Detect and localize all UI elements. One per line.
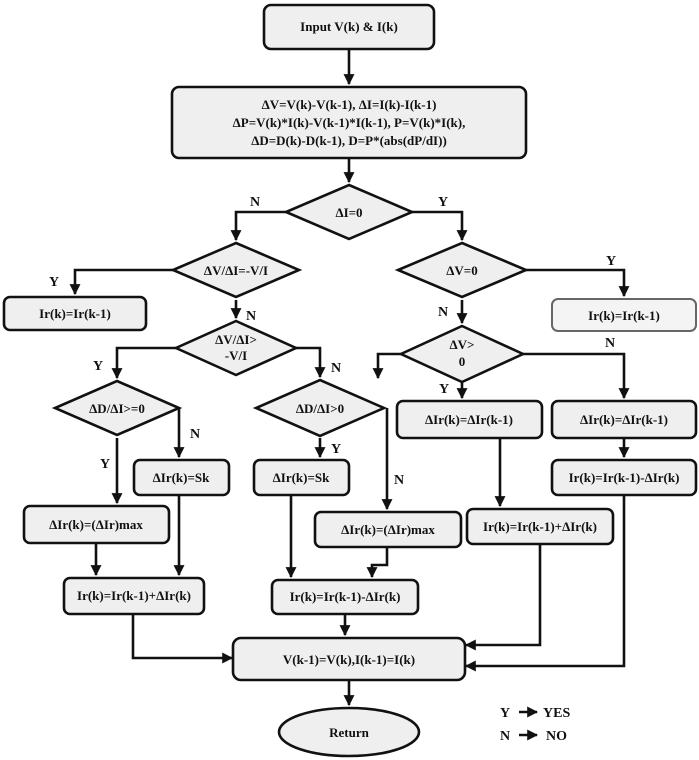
decision-dd-di-ge-text: ΔD/ΔI>=0 — [89, 401, 145, 416]
label-gt0-no: N — [394, 473, 404, 488]
node-dir-prev-right-text: ΔIr(k)=ΔIr(k-1) — [580, 412, 668, 427]
edge-eq-yes — [69, 268, 173, 296]
label-eq-yes: Y — [49, 275, 59, 290]
node-ir-minus-left: Ir(k)=Ir(k-1)-ΔIr(k) — [270, 578, 420, 616]
node-dir-prev-right: ΔIr(k)=ΔIr(k-1) — [550, 399, 698, 440]
legend-n-text: NO — [546, 729, 567, 744]
label-dv-no: N — [438, 305, 448, 320]
decision-dv-gt: ΔV> 0 — [397, 324, 527, 384]
edge-dv-yes — [526, 268, 630, 298]
node-calculations: ΔV=V(k)-V(k-1), ΔI=I(k)-I(k-1) ΔP=V(k)*I… — [170, 85, 528, 160]
label-dv-yes: Y — [606, 254, 616, 269]
calc-line-1: ΔV=V(k)-V(k-1), ΔI=I(k)-I(k-1) — [262, 97, 437, 112]
decision-di-zero-text: ΔI=0 — [335, 205, 362, 220]
node-ir-plus-right: Ir(k)=Ir(k-1)+ΔIr(k) — [465, 507, 615, 546]
decision-dd-di-ge: ΔD/ΔI>=0 — [51, 379, 183, 437]
edge-gt-no — [296, 346, 326, 379]
label-dvgt-no: N — [605, 336, 615, 351]
decision-dv-gt-line-2: 0 — [459, 354, 466, 369]
label-di-yes: Y — [438, 195, 448, 210]
edge-di-no — [230, 210, 286, 242]
branch-labels: N Y Y N Y N Y N Y N Y N Y N — [49, 195, 616, 488]
node-ir-minus-right-text: Ir(k)=Ir(k-1)-ΔIr(k) — [569, 470, 680, 485]
node-dir-sk-left: ΔIr(k)=Sk — [132, 458, 231, 497]
legend-y-key: Y — [500, 706, 510, 721]
node-dir-max-left-text: ΔIr(k)=(ΔIr)max — [49, 517, 143, 532]
node-input-text: Input V(k) & I(k) — [300, 19, 398, 34]
legend-y-text: YES — [543, 706, 570, 721]
node-dir-max-right-text: ΔIr(k)=(ΔIr)max — [341, 522, 435, 537]
decision-dd-di-gt-text: ΔD/ΔI>0 — [296, 401, 344, 416]
node-dir-sk-left-text: ΔIr(k)=Sk — [153, 470, 211, 485]
decision-dv-di-gt-line-2: -V/I — [225, 348, 247, 363]
decision-dv-di-gt: ΔV/ΔI> -V/I — [172, 319, 300, 377]
edge-gt-yes — [111, 346, 176, 380]
edge-plus1-update — [131, 614, 234, 664]
node-return-text: Return — [329, 725, 369, 740]
decision-dv-zero: ΔV=0 — [394, 241, 530, 299]
edge-max2-minus — [366, 547, 389, 579]
node-dir-max-right: ΔIr(k)=(ΔIr)max — [313, 510, 463, 549]
label-di-no: N — [250, 195, 260, 210]
label-ge-no: N — [190, 427, 200, 442]
node-dir-max-left: ΔIr(k)=(ΔIr)max — [22, 504, 171, 545]
label-dvgt-yes: Y — [439, 382, 449, 397]
calc-line-2: ΔP=V(k)*I(k)-V(k-1)*I(k-1), P=V(k)*I(k), — [233, 115, 466, 130]
calc-line-3: ΔD=D(k)-D(k-1), D=P*(abs(dP/dI)) — [251, 133, 447, 148]
node-input: Input V(k) & I(k) — [262, 3, 436, 51]
label-eq-no: N — [246, 309, 256, 324]
edge-dvgt-yes-stub — [372, 352, 401, 380]
node-ir-hold-left: Ir(k)=Ir(k-1) — [2, 295, 148, 332]
node-dir-prev-left: ΔIr(k)=ΔIr(k-1) — [395, 399, 544, 440]
node-ir-plus-left-text: Ir(k)=Ir(k-1)+ΔIr(k) — [77, 588, 191, 603]
edge-minus2-update — [464, 495, 626, 672]
legend: Y YES N NO — [500, 706, 571, 744]
node-ir-hold-right-text: Ir(k)=Ir(k-1) — [588, 308, 660, 323]
legend-n-key: N — [500, 729, 510, 744]
flow-edges — [69, 49, 630, 741]
edge-dvgt-no — [523, 352, 630, 400]
node-dir-sk-right: ΔIr(k)=Sk — [252, 458, 351, 497]
label-gt-no: N — [331, 361, 341, 376]
label-ge-yes: Y — [100, 457, 110, 472]
node-ir-hold-left-text: Ir(k)=Ir(k-1) — [39, 306, 111, 321]
node-update-text: V(k-1)=V(k),I(k-1)=I(k) — [283, 652, 415, 667]
label-gt0-yes: Y — [331, 442, 341, 457]
edge-plus2-update — [464, 544, 542, 651]
decision-dv-zero-text: ΔV=0 — [446, 263, 477, 278]
node-update: V(k-1)=V(k),I(k-1)=I(k) — [231, 636, 467, 682]
decision-dv-gt-line-1: ΔV> — [450, 337, 475, 352]
node-ir-minus-right: Ir(k)=Ir(k-1)-ΔIr(k) — [550, 458, 698, 497]
decision-dv-di-gt-line-1: ΔV/ΔI> — [215, 332, 257, 347]
decision-dv-di-eq-text: ΔV/ΔI=-V/I — [204, 263, 268, 278]
edge-di-yes — [412, 210, 468, 242]
node-return: Return — [277, 706, 421, 758]
node-ir-plus-left: Ir(k)=Ir(k-1)+ΔIr(k) — [62, 576, 206, 616]
node-ir-minus-left-text: Ir(k)=Ir(k-1)-ΔIr(k) — [290, 589, 401, 604]
decision-dv-di-eq: ΔV/ΔI=-V/I — [169, 241, 303, 299]
node-dir-prev-left-text: ΔIr(k)=ΔIr(k-1) — [425, 412, 513, 427]
node-ir-plus-right-text: Ir(k)=Ir(k-1)+ΔIr(k) — [483, 519, 597, 534]
decision-dd-di-gt: ΔD/ΔI>0 — [252, 378, 388, 438]
node-dir-sk-right-text: ΔIr(k)=Sk — [273, 470, 331, 485]
node-ir-hold-right: Ir(k)=Ir(k-1) — [551, 298, 697, 332]
label-gt-yes: Y — [93, 359, 103, 374]
decision-di-zero: ΔI=0 — [282, 183, 416, 241]
